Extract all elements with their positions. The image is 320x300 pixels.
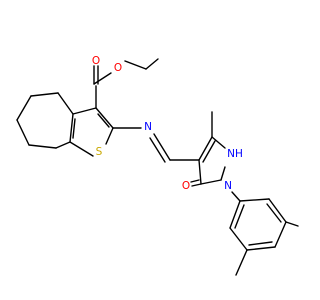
bond — [16, 95, 32, 121]
atom-label-o-ester: O — [114, 62, 122, 74]
bond — [97, 113, 110, 128]
bond — [198, 159, 202, 185]
bond — [198, 136, 213, 161]
bond — [229, 200, 241, 229]
bond — [55, 141, 71, 149]
bond — [229, 227, 248, 251]
bond — [28, 144, 57, 149]
bond — [57, 92, 74, 115]
atom-label-nh-pyrazole: NH — [227, 148, 243, 160]
bond — [268, 198, 287, 223]
bond — [190, 179, 200, 183]
bond — [95, 107, 114, 129]
bond — [105, 127, 114, 145]
bond — [191, 183, 202, 187]
bond — [239, 198, 270, 202]
bond — [285, 221, 299, 227]
bond — [235, 249, 248, 276]
atom-label-n-imine: N — [144, 121, 152, 133]
bond — [248, 241, 273, 246]
bond — [200, 179, 222, 185]
bond — [234, 204, 245, 229]
bond — [72, 118, 76, 139]
molecule-canvas: O O S N NH N O — [16, 55, 299, 276]
bond — [274, 221, 287, 248]
bond — [69, 113, 74, 143]
bond — [202, 140, 216, 163]
bond — [72, 107, 97, 115]
atom-label-o-pyrazolone: O — [182, 180, 190, 192]
bond — [266, 203, 282, 223]
bond — [149, 137, 166, 163]
bond — [211, 136, 226, 149]
bond — [246, 246, 276, 251]
bond — [153, 133, 171, 161]
atom-label-o-carbonyl: O — [92, 55, 100, 67]
bond — [145, 58, 159, 70]
bond — [93, 72, 112, 85]
bond — [220, 166, 226, 181]
molecule-structure: O O S N NH N O — [16, 55, 299, 276]
atom-label-s-thiophene: S — [96, 146, 103, 158]
atom-label-n-pyrazole: N — [224, 180, 232, 192]
bond — [231, 191, 241, 202]
bond — [30, 92, 59, 97]
bond — [16, 119, 30, 146]
bond — [124, 60, 147, 70]
bond — [69, 141, 94, 157]
